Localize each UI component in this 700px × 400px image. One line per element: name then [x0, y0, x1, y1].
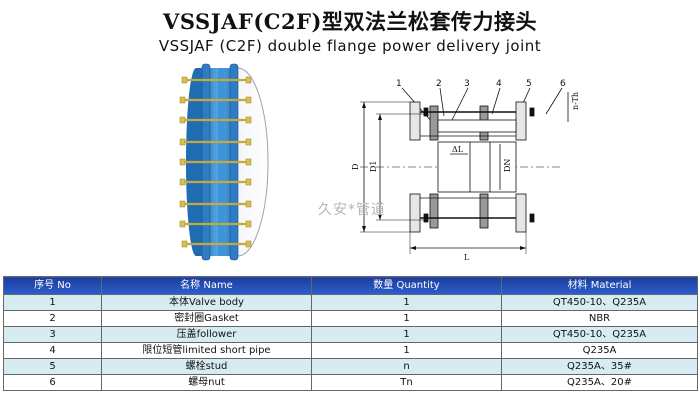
table-row: 4 限位短管limited short pipe 1 Q235A [3, 342, 698, 359]
bolt-nuts [179, 76, 252, 248]
cell-quantity: 1 [311, 326, 502, 343]
product-photo [179, 63, 269, 261]
title-chinese: VSSJAF(C2F)型双法兰松套传力接头 [163, 9, 537, 34]
part-label-5: 5 [526, 79, 532, 89]
header-quantity: 数量 Quantity [311, 276, 502, 295]
cell-no: 4 [3, 342, 102, 359]
table-row: 1 本体Valve body 1 QT450-10、Q235A [3, 294, 698, 311]
cell-quantity: 1 [311, 310, 502, 327]
parts-table: 序号 No 名称 Name 数量 Quantity 材料 Material 1 … [3, 276, 698, 391]
cell-quantity: 1 [311, 294, 502, 311]
part-label-4: 4 [496, 79, 502, 89]
table-row: 6 螺母nut Tn Q235A、20# [3, 374, 698, 391]
part-label-3: 3 [464, 79, 470, 89]
cell-name: 螺母nut [101, 374, 312, 391]
cell-no: 3 [3, 326, 102, 343]
cell-quantity: Tn [311, 374, 502, 391]
cell-material: QT450-10、Q235A [501, 294, 698, 311]
table-row: 2 密封圈Gasket 1 NBR [3, 310, 698, 327]
cell-material: NBR [501, 310, 698, 327]
cell-name: 密封圈Gasket [101, 310, 312, 327]
dim-label-l: L [464, 253, 470, 262]
cell-name: 螺栓stud [101, 358, 312, 375]
title-english: VSSJAF (C2F) double flange power deliver… [158, 37, 542, 55]
bolt-rods [184, 78, 248, 246]
cell-quantity: n [311, 358, 502, 375]
cell-name: 本体Valve body [101, 294, 312, 311]
cell-material: QT450-10、Q235A [501, 326, 698, 343]
dim-label-n-th: n-Th [571, 92, 580, 110]
cell-material: Q235A、20# [501, 374, 698, 391]
cell-name: 压盖follower [101, 326, 312, 343]
part-label-6: 6 [560, 79, 566, 89]
technical-drawing: 1 2 3 4 5 6 D D1 DN ΔL L n-Th [351, 79, 580, 262]
watermark: 久安*管道 [318, 202, 386, 218]
cell-no: 5 [3, 358, 102, 375]
cell-no: 1 [3, 294, 102, 311]
cell-no: 2 [3, 310, 102, 327]
part-label-1: 1 [396, 79, 402, 89]
dim-label-delta-l: ΔL [452, 145, 464, 154]
dim-label-d1: D1 [369, 160, 378, 172]
header-name: 名称 Name [101, 276, 312, 295]
cell-quantity: 1 [311, 342, 502, 359]
dim-label-d: D [351, 164, 360, 170]
table-row: 5 螺栓stud n Q235A、35# [3, 358, 698, 375]
cell-material: Q235A、35# [501, 358, 698, 375]
table-row: 3 压盖follower 1 QT450-10、Q235A [3, 326, 698, 343]
cell-name: 限位短管limited short pipe [101, 342, 312, 359]
table-header-row: 序号 No 名称 Name 数量 Quantity 材料 Material [3, 276, 698, 295]
header-material: 材料 Material [501, 276, 698, 295]
header-no: 序号 No [3, 276, 102, 295]
cell-material: Q235A [501, 342, 698, 359]
cell-no: 6 [3, 374, 102, 391]
dim-label-dn: DN [503, 159, 512, 172]
part-label-2: 2 [436, 79, 442, 89]
